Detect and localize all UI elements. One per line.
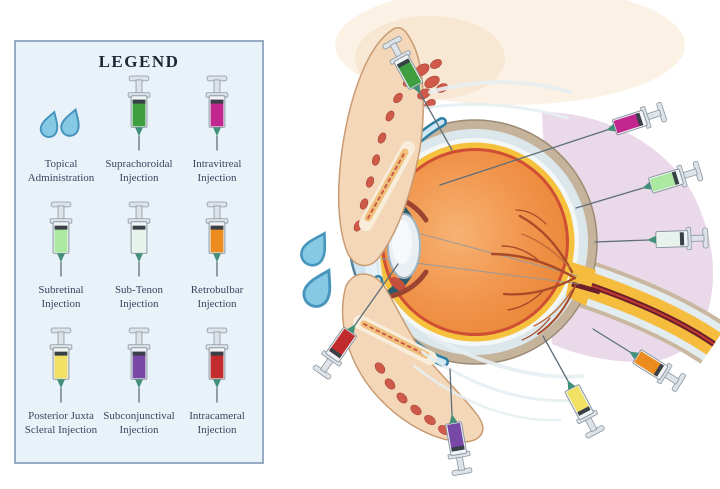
- syringe-icon: [205, 201, 229, 277]
- lens-highlight: [392, 220, 412, 264]
- vitreous-body: [384, 151, 566, 333]
- legend-item-label: Subretinal Injection: [38, 284, 84, 310]
- retinal-vessels: [490, 209, 577, 341]
- syringe-icon: [205, 327, 229, 403]
- legend-item-topical: Topical Administration: [22, 74, 100, 200]
- syringe-icon: [49, 327, 73, 403]
- legend-item-label: Intravitreal Injection: [192, 158, 242, 184]
- tear-drops-icon: [296, 226, 342, 313]
- legend-item-subconjunctival: Subconjunctival Injection: [100, 326, 178, 452]
- upper-eyelid: [337, 26, 448, 267]
- ciliary-body-lower: [390, 277, 406, 291]
- syringe-icon: [49, 201, 73, 277]
- legend-panel: LEGEND Topical Administration: [14, 40, 264, 464]
- eye-cross-section-diagram: [296, 0, 720, 477]
- legend-item-label: Sub-Tenon Injection: [114, 284, 164, 310]
- tendon-streaks: [412, 80, 584, 422]
- syringe-icon: [205, 75, 229, 151]
- syringe-subretinal: [575, 159, 705, 209]
- legend-item-intracameral: Intracameral Injection: [178, 326, 256, 452]
- legend-item-intravitreal: Intravitreal Injection: [178, 74, 256, 200]
- legend-item-label: Intracameral Injection: [189, 410, 245, 436]
- syringe-retrobulbar: [592, 328, 688, 394]
- legend-item-subretinal: Subretinal Injection: [22, 200, 100, 326]
- syringe-icon: [127, 75, 151, 151]
- orbicularis-muscle-lower: [374, 362, 450, 435]
- legend-item-label: Topical Administration: [27, 158, 95, 184]
- syringe-subconjunctival: [440, 368, 474, 477]
- lower-eyelid: [341, 273, 484, 443]
- syringe-intravitreal: [439, 100, 668, 186]
- legend-item-sub-tenon: Sub-Tenon Injection: [100, 200, 178, 326]
- legend-item-label: Retrobulbar Injection: [190, 284, 244, 310]
- ora-serrata-lower: [389, 269, 429, 299]
- optic-disc: [566, 262, 601, 306]
- syringe-icon: [127, 327, 151, 403]
- eyeball: [352, 119, 598, 365]
- legend-item-label: Suprachoroidal Injection: [105, 158, 173, 184]
- tarsal-plate-upper: [359, 141, 415, 231]
- legend-item-suprachoroidal: Suprachoroidal Injection: [100, 74, 178, 200]
- legend-title: LEGEND: [98, 52, 180, 71]
- syringe-icon: [127, 201, 151, 277]
- optic-nerve: [572, 259, 720, 364]
- legend-item-label: Posterior Juxta Scleral Injection: [24, 410, 98, 436]
- eye-drops-icon: [37, 105, 85, 141]
- tarsal-plate-lower: [353, 315, 437, 365]
- syringe-suprachoroidal: [380, 34, 453, 151]
- legend-item-label: Subconjunctival Injection: [103, 410, 175, 436]
- legend-item-retrobulbar: Retrobulbar Injection: [178, 200, 256, 326]
- syringe-posterior-juxta-scleral: [542, 335, 607, 440]
- syringe-sub-tenon: [594, 226, 709, 252]
- legend-grid: Topical Administration Suprachoroidal In…: [16, 72, 262, 452]
- syringe-intracameral: [311, 263, 399, 381]
- legend-item-posterior-juxta-scleral: Posterior Juxta Scleral Injection: [22, 326, 100, 452]
